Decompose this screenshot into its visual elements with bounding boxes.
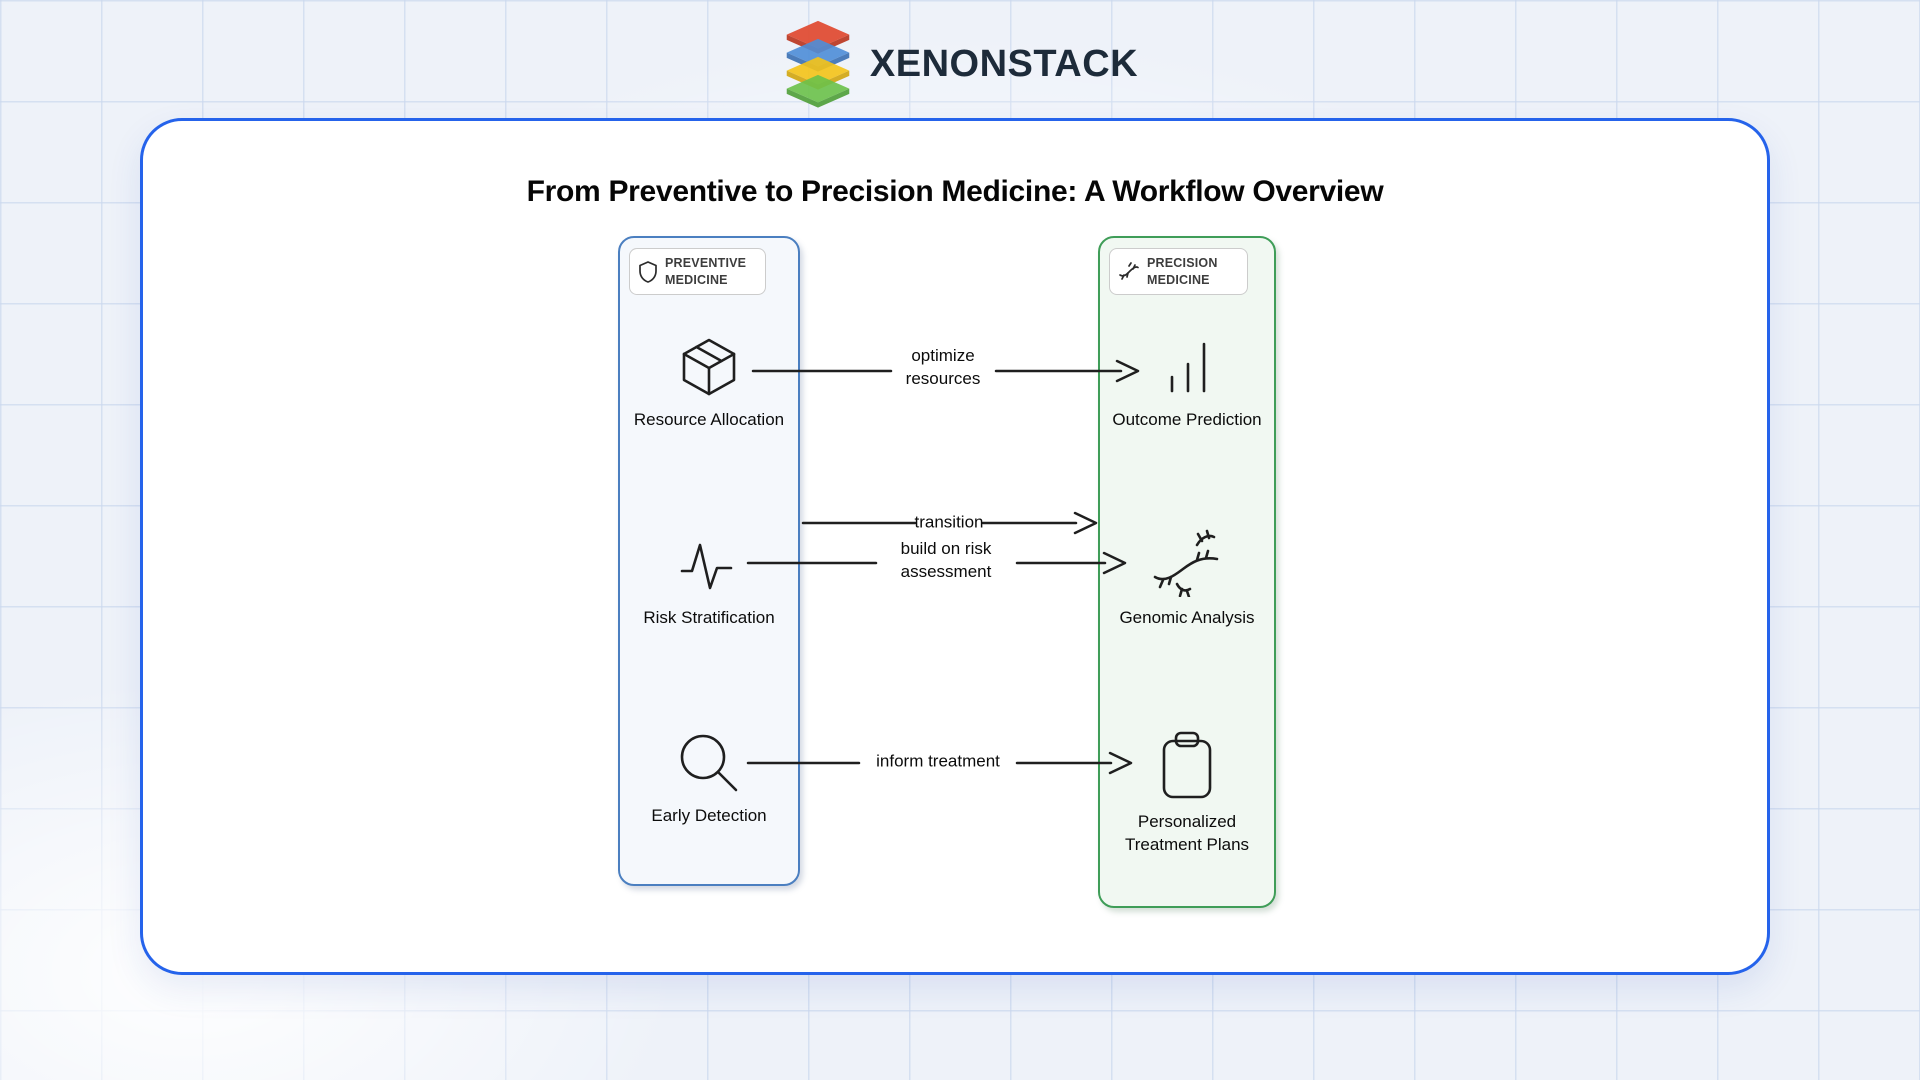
diagram-title: From Preventive to Precision Medicine: A… <box>526 175 1384 208</box>
node-label-risk-stratification: Risk Stratification <box>643 608 775 627</box>
shield-icon <box>639 260 657 283</box>
dna-icon <box>1119 261 1139 280</box>
preventive-medicine-badge: PREVENTIVE MEDICINE <box>629 248 766 295</box>
node-label-early-detection: Early Detection <box>651 806 767 825</box>
connection-label-optimize-resources: optimize resources <box>905 346 981 388</box>
node-resource-allocation: Resource Allocation <box>618 335 800 432</box>
node-early-detection: Early Detection <box>618 731 800 828</box>
connection-label-inform-treatment: inform treatment <box>876 751 1000 771</box>
magnifier-icon <box>680 734 738 792</box>
brand-name: XENONSTACK <box>869 42 1139 85</box>
brand-header: XENONSTACK <box>0 16 1920 112</box>
node-outcome-prediction: Outcome Prediction <box>1098 339 1276 432</box>
precision-medicine-label: PRECISION MEDICINE <box>1147 256 1218 287</box>
connection-label-build-on-risk-assessment: build on risk assessment <box>900 539 992 581</box>
node-personalized-treatment-plans: Personalized Treatment Plans <box>1098 731 1276 856</box>
clipboard-icon <box>1162 731 1212 799</box>
preventive-medicine-label: PREVENTIVE MEDICINE <box>665 256 747 287</box>
node-label-genomic-analysis: Genomic Analysis <box>1119 608 1255 627</box>
node-label-resource-allocation: Resource Allocation <box>633 410 785 429</box>
node-genomic-analysis: Genomic Analysis <box>1098 529 1276 630</box>
pulse-icon <box>680 543 733 590</box>
node-risk-stratification: Risk Stratification <box>618 539 800 630</box>
xenonstack-logo-icon <box>786 20 850 108</box>
node-label-outcome-prediction: Outcome Prediction <box>1112 410 1262 429</box>
connection-label-transition: transition <box>914 512 984 532</box>
precision-medicine-badge: PRECISION MEDICINE <box>1109 248 1248 295</box>
package-icon <box>682 338 736 396</box>
dna-strand-icon <box>1153 529 1219 597</box>
bar-chart-icon <box>1170 342 1206 393</box>
preventive-medicine-column: PREVENTIVE MEDICINE <box>618 236 800 886</box>
node-label-personalized-treatment-plans: Personalized Treatment Plans <box>1124 812 1250 854</box>
workflow-card: From Preventive to Precision Medicine: A… <box>140 118 1770 975</box>
